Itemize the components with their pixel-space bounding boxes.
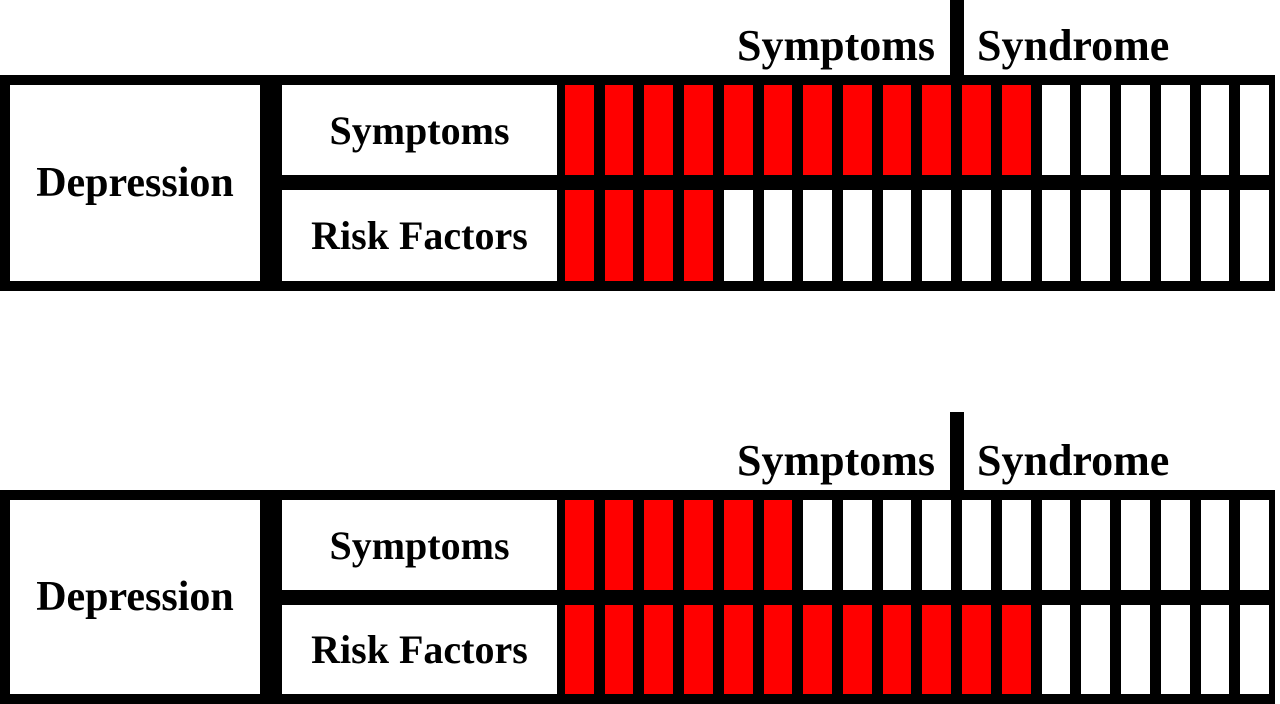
cell-filled	[723, 605, 753, 694]
cell-empty	[1240, 605, 1269, 694]
cell-filled	[723, 500, 753, 590]
cell-empty	[1041, 500, 1071, 590]
cell-filled	[882, 85, 912, 175]
cell-empty	[1160, 605, 1190, 694]
cell-empty	[803, 190, 833, 281]
cell-filled	[763, 85, 793, 175]
cell-empty	[922, 500, 952, 590]
cell-filled	[684, 85, 713, 175]
cell-filled	[763, 605, 793, 694]
symptoms-cell-strip	[565, 500, 1269, 590]
group-label-depression: Depression	[10, 85, 260, 281]
cell-filled	[565, 500, 594, 590]
cell-empty	[1200, 500, 1230, 590]
cell-filled	[882, 605, 912, 694]
row-label-symptoms: Symptoms	[282, 85, 557, 175]
cell-empty	[962, 500, 991, 590]
cell-empty	[1001, 500, 1031, 590]
symptoms-cell-strip	[565, 85, 1269, 175]
row-label-risk-factors: Risk Factors	[282, 190, 557, 281]
header-top: Symptoms Syndrome	[0, 0, 1280, 75]
header-syndrome-zone-label: Syndrome	[977, 435, 1170, 485]
cell-empty	[1121, 85, 1150, 175]
group-label-depression: Depression	[10, 500, 260, 694]
cell-filled	[565, 190, 594, 281]
cell-filled	[565, 605, 594, 694]
cell-filled	[644, 85, 674, 175]
header-symptoms-zone-label: Symptoms	[736, 435, 935, 485]
cell-empty	[882, 190, 912, 281]
cell-filled	[644, 190, 674, 281]
cell-empty	[1121, 190, 1150, 281]
cell-empty	[1160, 500, 1190, 590]
cell-empty	[1081, 605, 1111, 694]
cell-filled	[644, 605, 674, 694]
cell-filled	[922, 605, 952, 694]
cell-empty	[1041, 605, 1071, 694]
cell-filled	[604, 500, 634, 590]
cell-filled	[684, 500, 713, 590]
cell-empty	[1200, 85, 1230, 175]
cell-filled	[1001, 85, 1031, 175]
cell-filled	[604, 190, 634, 281]
cell-filled	[803, 605, 833, 694]
cell-empty	[1240, 500, 1269, 590]
cell-filled	[962, 605, 991, 694]
header-bottom: Symptoms Syndrome	[0, 410, 1280, 490]
cell-empty	[1081, 500, 1111, 590]
risk-factors-cell-strip	[565, 605, 1269, 694]
cell-filled	[962, 85, 991, 175]
cell-empty	[1200, 605, 1230, 694]
cell-empty	[1240, 85, 1269, 175]
cell-empty	[843, 500, 872, 590]
cell-filled	[604, 605, 634, 694]
cell-filled	[843, 85, 872, 175]
cell-empty	[1041, 190, 1071, 281]
cell-empty	[763, 190, 793, 281]
cell-empty	[1081, 85, 1111, 175]
syndrome-threshold-divider	[950, 412, 964, 490]
risk-factors-cell-strip	[565, 190, 1269, 281]
cell-empty	[1121, 605, 1150, 694]
cell-empty	[723, 190, 753, 281]
cell-empty	[1160, 190, 1190, 281]
cell-filled	[763, 500, 793, 590]
cell-filled	[644, 500, 674, 590]
row-label-risk-factors: Risk Factors	[282, 605, 557, 694]
cell-filled	[684, 605, 713, 694]
cell-filled	[843, 605, 872, 694]
cell-filled	[684, 190, 713, 281]
cell-empty	[803, 500, 833, 590]
header-syndrome-zone-label: Syndrome	[977, 20, 1170, 70]
row-label-symptoms: Symptoms	[282, 500, 557, 590]
cell-empty	[1041, 85, 1071, 175]
cell-empty	[1240, 190, 1269, 281]
cell-empty	[843, 190, 872, 281]
depression-figure-top: Depression Symptoms Risk Factors	[0, 75, 1275, 291]
cell-empty	[922, 190, 952, 281]
cell-empty	[1160, 85, 1190, 175]
cell-filled	[723, 85, 753, 175]
header-symptoms-zone-label: Symptoms	[736, 20, 935, 70]
syndrome-threshold-divider	[950, 0, 964, 75]
cell-empty	[1200, 190, 1230, 281]
cell-empty	[1081, 190, 1111, 281]
depression-figure-bottom: Depression Symptoms Risk Factors	[0, 490, 1275, 704]
cell-empty	[1001, 190, 1031, 281]
cell-empty	[882, 500, 912, 590]
cell-filled	[604, 85, 634, 175]
cell-filled	[1001, 605, 1031, 694]
cell-empty	[1121, 500, 1150, 590]
cell-filled	[803, 85, 833, 175]
cell-filled	[922, 85, 952, 175]
cell-filled	[565, 85, 594, 175]
cell-empty	[962, 190, 991, 281]
